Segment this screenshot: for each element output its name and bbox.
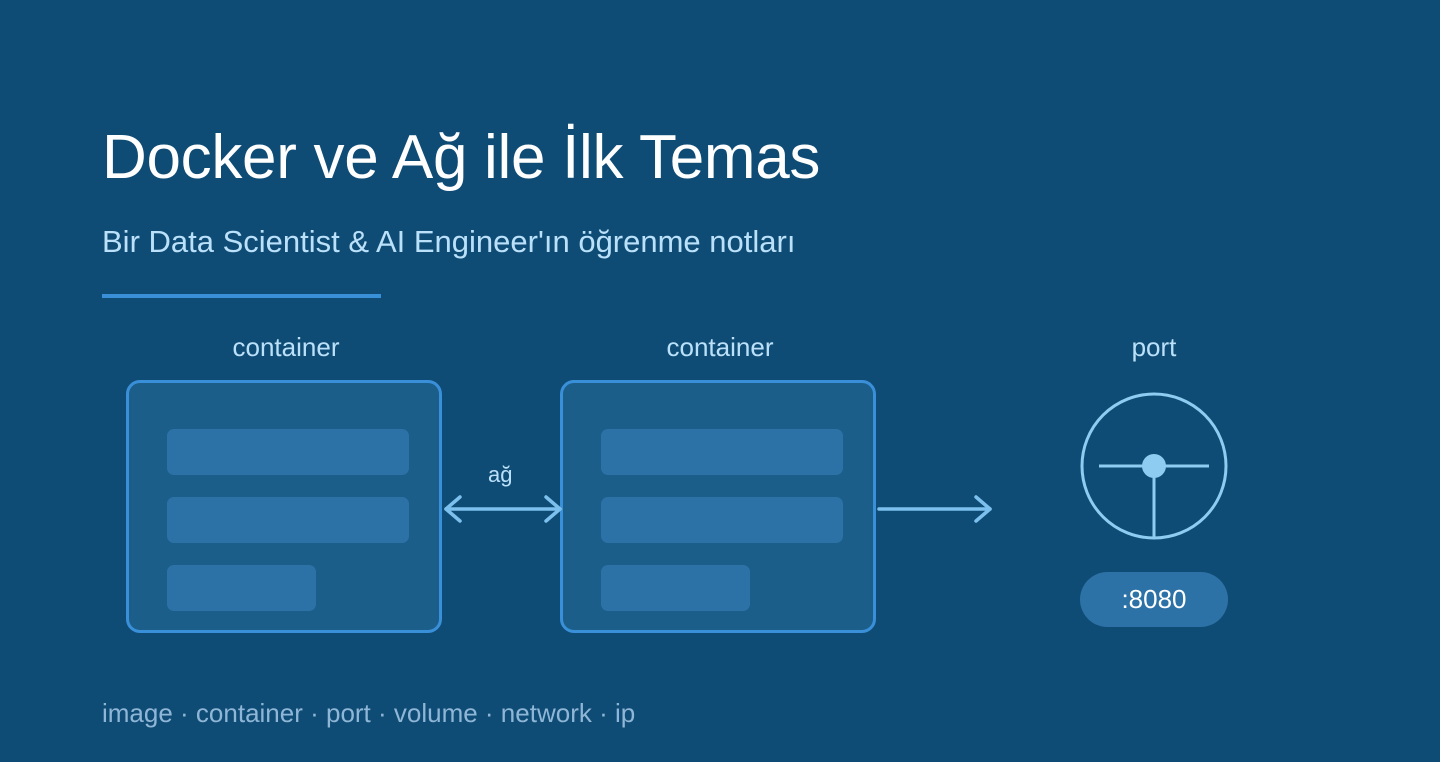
container-1-row bbox=[167, 429, 409, 475]
container-2-row bbox=[601, 429, 843, 475]
container-2-box bbox=[560, 380, 876, 633]
port-icon bbox=[1080, 392, 1228, 540]
container-1-label: container bbox=[232, 332, 340, 362]
network-edge-label: ağ bbox=[488, 462, 513, 487]
network-edge-arrow bbox=[444, 495, 562, 523]
container-2-label: container bbox=[666, 332, 774, 362]
port-label: port bbox=[1131, 332, 1177, 362]
footer-keywords: image · container · port · volume · netw… bbox=[102, 698, 636, 728]
port-number-badge: :8080 bbox=[1080, 572, 1228, 627]
page-subtitle: Bir Data Scientist & AI Engineer'ın öğre… bbox=[102, 224, 796, 259]
title-underline bbox=[102, 294, 381, 298]
container-2-row bbox=[601, 565, 750, 611]
page-title: Docker ve Ağ ile İlk Temas bbox=[102, 123, 821, 192]
port-edge-arrow bbox=[877, 495, 992, 523]
container-1-row bbox=[167, 565, 316, 611]
container-1-row bbox=[167, 497, 409, 543]
container-2-row bbox=[601, 497, 843, 543]
container-1-box bbox=[126, 380, 442, 633]
